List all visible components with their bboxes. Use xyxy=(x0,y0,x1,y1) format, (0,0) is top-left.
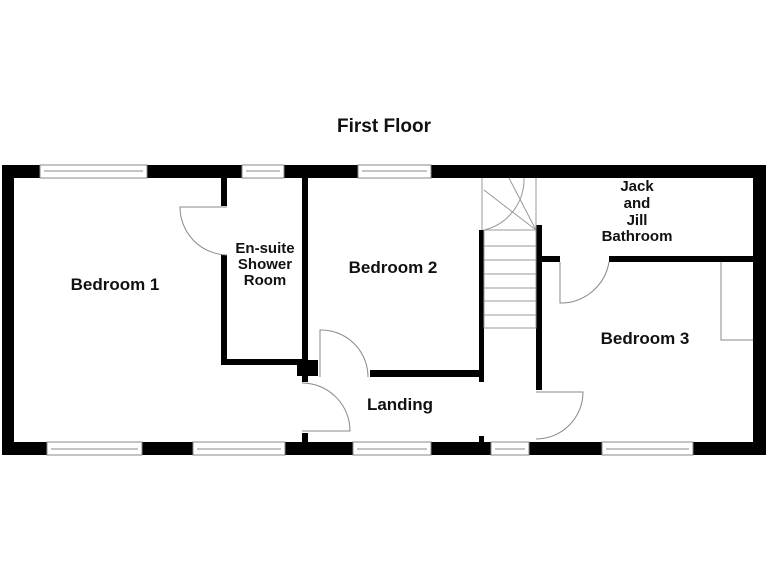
outer-walls xyxy=(2,165,766,455)
room-label-bedroom-1: Bedroom 1 xyxy=(70,275,160,294)
jack-jill-line: Bathroom xyxy=(601,228,673,246)
room-label-jack-jill: Jack and Jill Bathroom xyxy=(582,178,692,246)
internal-walls xyxy=(221,178,753,443)
wardrobe xyxy=(720,262,753,341)
windows xyxy=(39,164,694,456)
door-bedroom3 xyxy=(535,391,584,440)
room-label-bedroom-3: Bedroom 3 xyxy=(600,329,690,348)
door-bedroom1 xyxy=(301,382,351,432)
jack-jill-line: Jack xyxy=(620,178,654,195)
page-title: First Floor xyxy=(337,116,431,137)
door-bedroom2 xyxy=(319,329,369,378)
ensuite-line: Room xyxy=(243,271,287,289)
door-ensuite xyxy=(179,206,228,256)
jack-jill-line: Jill xyxy=(626,211,648,229)
room-label-ensuite: En-suite Shower Room xyxy=(222,241,308,288)
ensuite-line: Shower xyxy=(237,255,293,273)
ensuite-line: En-suite xyxy=(235,240,295,257)
door-jack-jill xyxy=(559,261,610,304)
room-label-bedroom-2: Bedroom 2 xyxy=(348,258,438,277)
stairs xyxy=(481,177,537,329)
doors xyxy=(179,206,753,440)
room-label-landing: Landing xyxy=(366,395,434,414)
jack-jill-line: and xyxy=(623,194,651,212)
